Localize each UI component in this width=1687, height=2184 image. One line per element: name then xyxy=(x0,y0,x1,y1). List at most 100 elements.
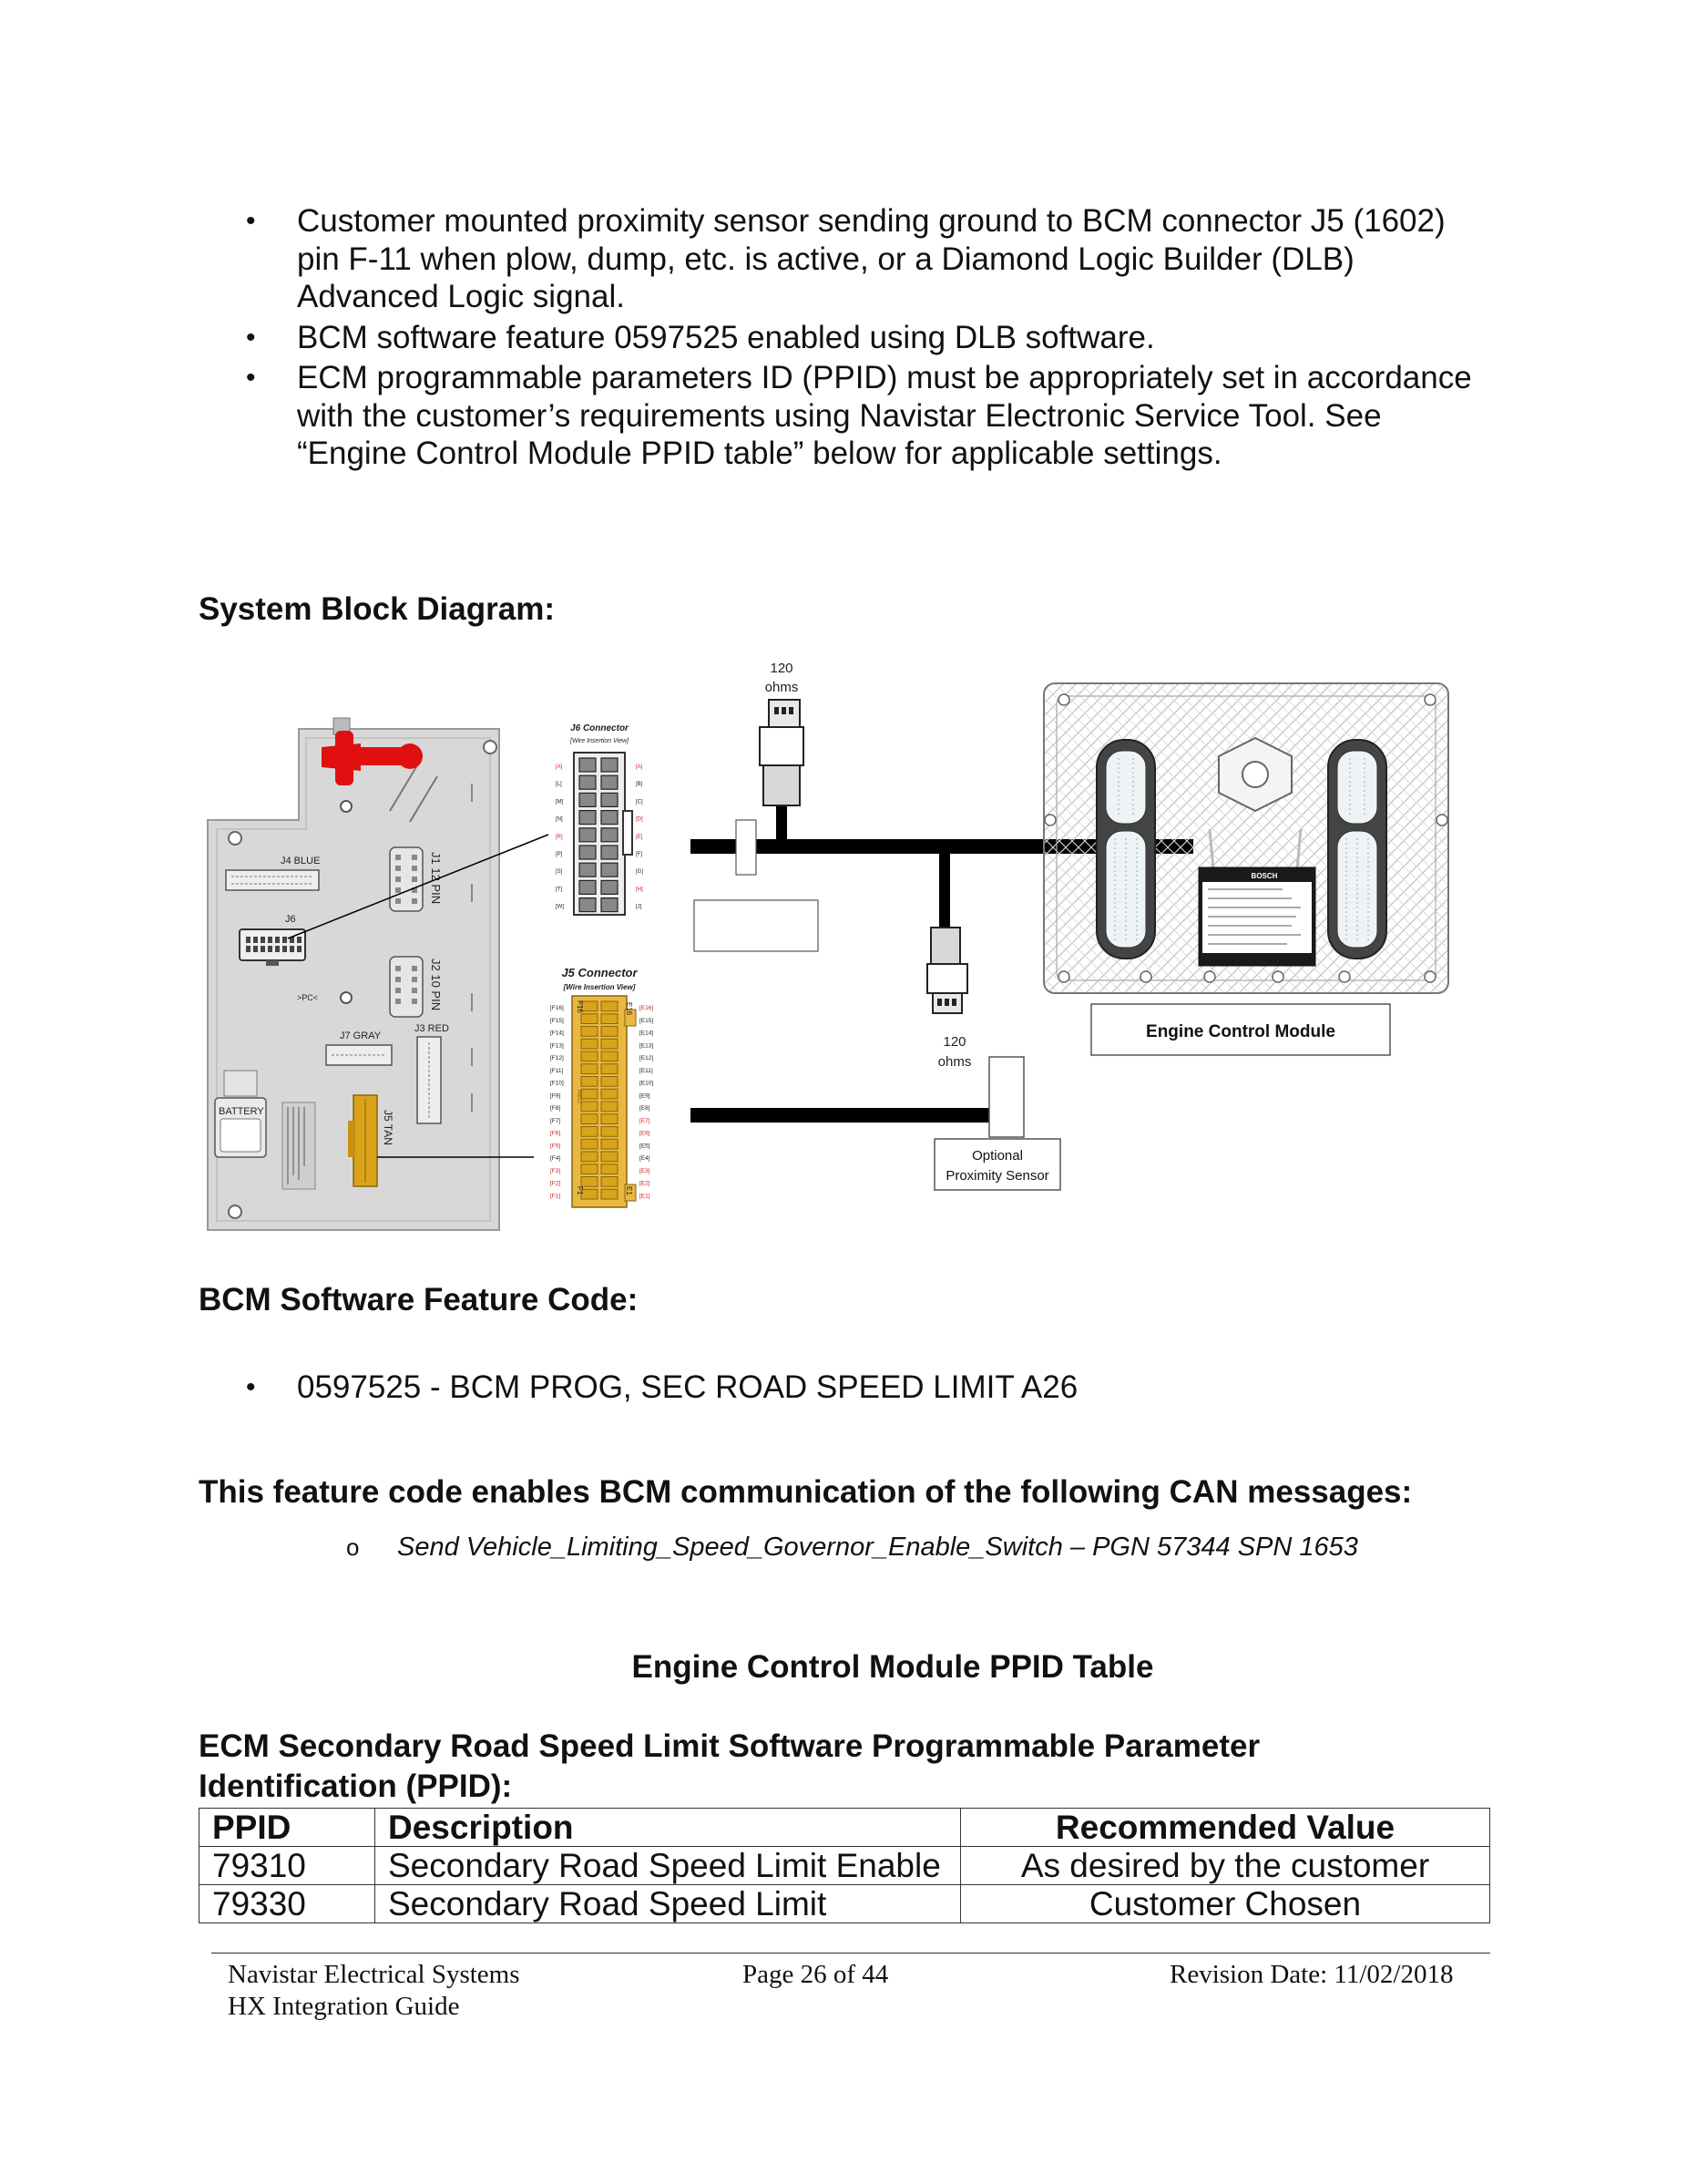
sub-bullet-marker: o xyxy=(346,1533,360,1561)
harness-label-box xyxy=(693,899,819,952)
pin-cavity xyxy=(600,1051,619,1062)
pin-cavity xyxy=(580,1138,598,1150)
bosch-logo: BOSCH xyxy=(1252,872,1278,880)
j3-label: J3 RED xyxy=(414,1023,449,1034)
proximity-sensor xyxy=(988,1056,1025,1138)
pin-cavity xyxy=(580,1063,598,1074)
ppid-table: PPID Description Recommended Value 79310… xyxy=(199,1808,1490,1923)
footer-company: Navistar Electrical Systems xyxy=(228,1960,520,1989)
pin-cavity xyxy=(600,897,619,913)
footer-page-number: Page 26 of 44 xyxy=(742,1960,889,1989)
table-header-row: PPID Description Recommended Value xyxy=(199,1808,1490,1847)
pin-label: [W] xyxy=(556,905,564,910)
pin-cavity xyxy=(600,1038,619,1050)
j5-label: J5 TAN xyxy=(382,1110,394,1145)
pin-label: [N] xyxy=(556,817,563,823)
pin-label: [E12] xyxy=(639,1055,653,1061)
pin-label: [E] xyxy=(636,835,643,840)
pin-cavity xyxy=(580,1026,598,1037)
pin-label: [E15] xyxy=(639,1018,653,1024)
pin-label: [F5] xyxy=(550,1143,560,1149)
ecm-label: Engine Control Module xyxy=(1146,1022,1335,1041)
column-header: PPID xyxy=(199,1808,375,1847)
pin-label: [F2] xyxy=(550,1181,560,1187)
pin-cavity xyxy=(580,1000,598,1012)
pin-cavity xyxy=(600,862,619,877)
battery-label: BATTERY xyxy=(219,1106,264,1117)
pin-label: [A] xyxy=(556,764,563,770)
table-cell: Customer Chosen xyxy=(960,1884,1490,1923)
pin-label: [T] xyxy=(556,887,562,892)
pin-cavity xyxy=(580,1051,598,1062)
pin-cavity xyxy=(578,774,597,790)
pin-label: [F8] xyxy=(550,1105,560,1112)
pin-label: [F1] xyxy=(550,1193,560,1199)
pin-label: [E7] xyxy=(639,1118,650,1124)
footer-left: Navistar Electrical Systems HX Integrati… xyxy=(228,1959,520,2023)
pin-label: [E10] xyxy=(639,1081,653,1087)
pin-label: [L] xyxy=(556,782,562,787)
table-row: 79310 Secondary Road Speed Limit Enable … xyxy=(199,1846,1490,1885)
pin-label: [C] xyxy=(636,799,643,805)
j6-subtitle: [Wire Insertion View] xyxy=(569,738,629,744)
pin-cavity xyxy=(600,774,619,790)
pin-label: [P] xyxy=(556,852,563,857)
pin-cavity xyxy=(578,845,597,860)
pin-label: [F9] xyxy=(550,1092,560,1099)
pin-label: [F15] xyxy=(550,1018,564,1024)
pin-label: [B] xyxy=(636,782,643,787)
j6-leader-line xyxy=(287,834,549,939)
requirements-list: Customer mounted proximity sensor sendin… xyxy=(199,202,1492,476)
table-cell: 79310 xyxy=(199,1846,375,1885)
terminating-resistor-bottom: 120 ohms xyxy=(926,927,971,1070)
pin-label: [E8] xyxy=(639,1105,650,1112)
pin-label: [F10] xyxy=(550,1081,564,1087)
j1-label: J1 12 PIN xyxy=(429,852,443,904)
list-item: ECM programmable parameters ID (PPID) mu… xyxy=(199,359,1492,473)
j7-label: J7 GRAY xyxy=(340,1030,382,1041)
resistor-top-value: 120 xyxy=(770,661,792,676)
feature-code-list: 0597525 - BCM PROG, SEC ROAD SPEED LIMIT… xyxy=(199,1369,1078,1407)
pin-label: [D] xyxy=(636,817,643,823)
block-diagram-heading: System Block Diagram: xyxy=(199,591,555,627)
pin-label: [E5] xyxy=(639,1143,650,1149)
j5-connector-detail: J5 Connector [Wire Insertion View] [F16]… xyxy=(550,966,653,1208)
table-cell: As desired by the customer xyxy=(960,1846,1490,1885)
resistor-bottom-value: 120 xyxy=(943,1034,966,1050)
pin-label: [F6] xyxy=(550,1131,560,1137)
pin-cavity xyxy=(580,1101,598,1113)
table-cell: Secondary Road Speed Limit Enable xyxy=(374,1846,961,1885)
j6-label: J6 xyxy=(285,914,296,925)
pin-cavity xyxy=(578,792,597,807)
j5-red-label: RED xyxy=(576,1090,582,1103)
pin-cavity xyxy=(600,1113,619,1124)
pin-label: [F12] xyxy=(550,1055,564,1061)
sensor-wire xyxy=(690,1108,991,1123)
pin-cavity xyxy=(600,792,619,807)
footer-revision-date: Revision Date: 11/02/2018 xyxy=(1170,1960,1454,1989)
resistor-top-unit: ohms xyxy=(765,680,799,695)
pin-label: [F4] xyxy=(550,1155,560,1162)
pin-cavity xyxy=(580,1126,598,1137)
table-row: 79330 Secondary Road Speed Limit Custome… xyxy=(199,1884,1490,1923)
pin-label: [A] xyxy=(636,764,643,770)
system-block-diagram: J4 BLUE J6 J1 12 PIN J2 10 PIN >PC< J7 G… xyxy=(207,661,1449,1231)
pin-cavity xyxy=(600,757,619,773)
j2-label: J2 10 PIN xyxy=(429,959,443,1010)
terminating-resistor-top: 120 ohms xyxy=(759,661,804,806)
pin-label: [F11] xyxy=(550,1068,564,1074)
pin-label: [F13] xyxy=(550,1042,564,1049)
pin-label: [E11] xyxy=(639,1068,653,1074)
pin-cavity xyxy=(578,827,597,843)
j1-connector xyxy=(389,846,424,912)
table-cell: Secondary Road Speed Limit xyxy=(374,1884,961,1923)
pin-cavity xyxy=(580,1013,598,1024)
pin-cavity xyxy=(578,757,597,773)
j5-title: J5 Connector xyxy=(561,966,638,979)
pin-cavity xyxy=(580,1088,598,1100)
j2-connector xyxy=(389,956,424,1018)
pc-label: >PC< xyxy=(297,993,318,1002)
pin-cavity xyxy=(600,1101,619,1113)
j6-bcm-socket xyxy=(239,928,306,961)
feature-code-heading: BCM Software Feature Code: xyxy=(199,1282,639,1318)
